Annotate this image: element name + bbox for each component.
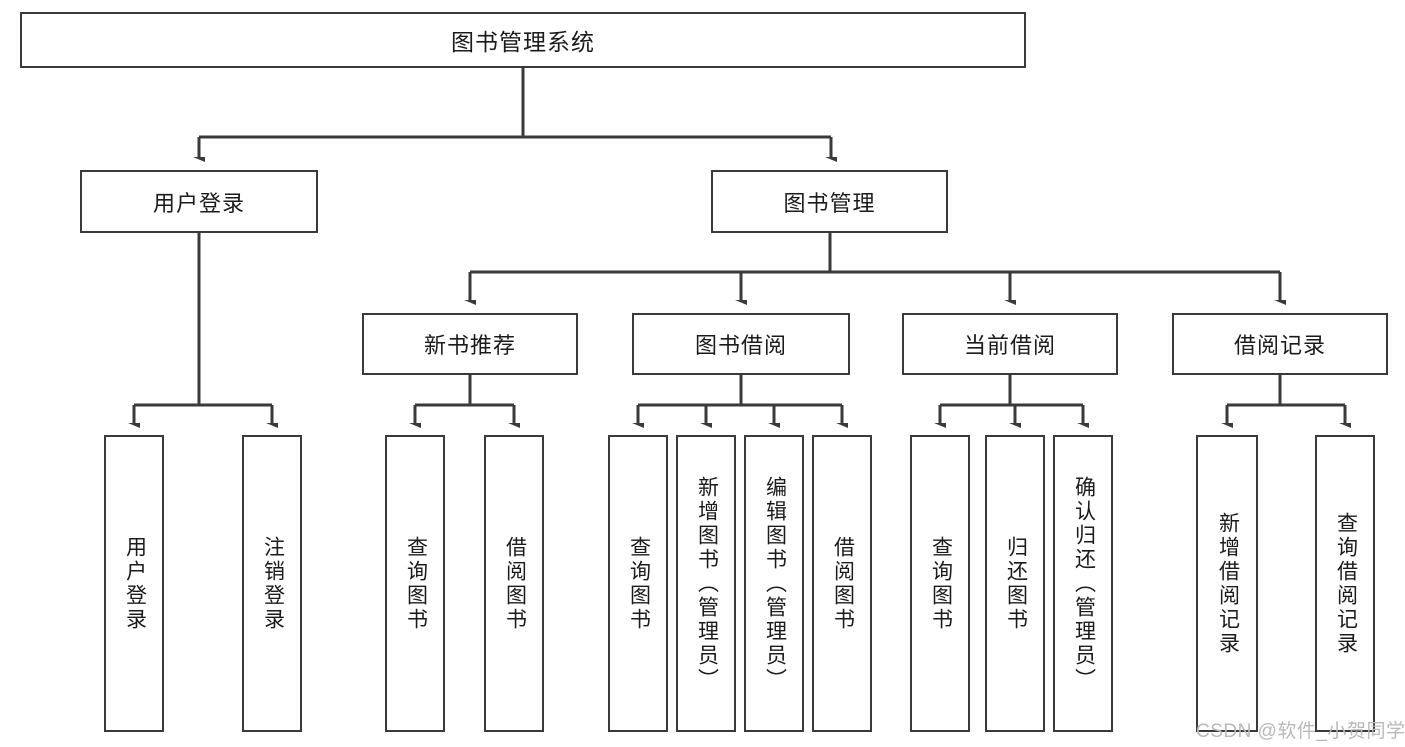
- leaf-label: 编辑图书（管理员）: [763, 475, 787, 692]
- node-leaf-borrow-book-recommend[interactable]: 借阅图书: [484, 435, 544, 732]
- leaf-label: 借阅图书: [503, 535, 527, 632]
- leaf-label: 归还图书: [1004, 535, 1028, 632]
- node-borrow-record[interactable]: 借阅记录: [1172, 313, 1388, 375]
- leaf-label: 注销登录: [261, 535, 285, 632]
- leaf-label: 新增图书（管理员）: [695, 475, 719, 692]
- leaf-label: 查询图书: [929, 535, 953, 632]
- node-book-borrow[interactable]: 图书借阅: [632, 313, 850, 375]
- node-root-system[interactable]: 图书管理系统: [20, 12, 1026, 68]
- leaf-label: 借阅图书: [831, 535, 855, 632]
- node-leaf-return-book[interactable]: 归还图书: [985, 435, 1045, 732]
- node-leaf-borrow-book[interactable]: 借阅图书: [812, 435, 872, 732]
- node-leaf-query-book-recommend[interactable]: 查询图书: [385, 435, 445, 732]
- node-leaf-confirm-return-admin[interactable]: 确认归还（管理员）: [1053, 435, 1113, 732]
- leaf-label: 查询图书: [627, 535, 651, 632]
- csdn-watermark: CSDN @软件_小贺同学: [1196, 721, 1405, 742]
- leaf-label: 查询图书: [404, 535, 428, 632]
- node-book-manage[interactable]: 图书管理: [711, 170, 948, 233]
- node-leaf-query-book-borrow[interactable]: 查询图书: [608, 435, 668, 732]
- leaf-label: 用户登录: [123, 535, 147, 632]
- node-leaf-logout[interactable]: 注销登录: [242, 435, 302, 732]
- node-leaf-add-book-admin[interactable]: 新增图书（管理员）: [676, 435, 736, 732]
- node-leaf-user-login[interactable]: 用户登录: [104, 435, 164, 732]
- node-leaf-add-borrow-record[interactable]: 新增借阅记录: [1196, 435, 1258, 732]
- node-leaf-edit-book-admin[interactable]: 编辑图书（管理员）: [744, 435, 804, 732]
- node-leaf-query-borrow-record[interactable]: 查询借阅记录: [1315, 435, 1375, 732]
- node-current-borrow[interactable]: 当前借阅: [902, 313, 1118, 375]
- leaf-label: 确认归还（管理员）: [1072, 475, 1096, 692]
- node-leaf-query-book-current[interactable]: 查询图书: [910, 435, 970, 732]
- leaf-label: 查询借阅记录: [1334, 511, 1358, 656]
- leaf-label: 新增借阅记录: [1216, 511, 1240, 656]
- node-user-login[interactable]: 用户登录: [80, 170, 318, 233]
- node-new-book-recommend[interactable]: 新书推荐: [362, 313, 578, 375]
